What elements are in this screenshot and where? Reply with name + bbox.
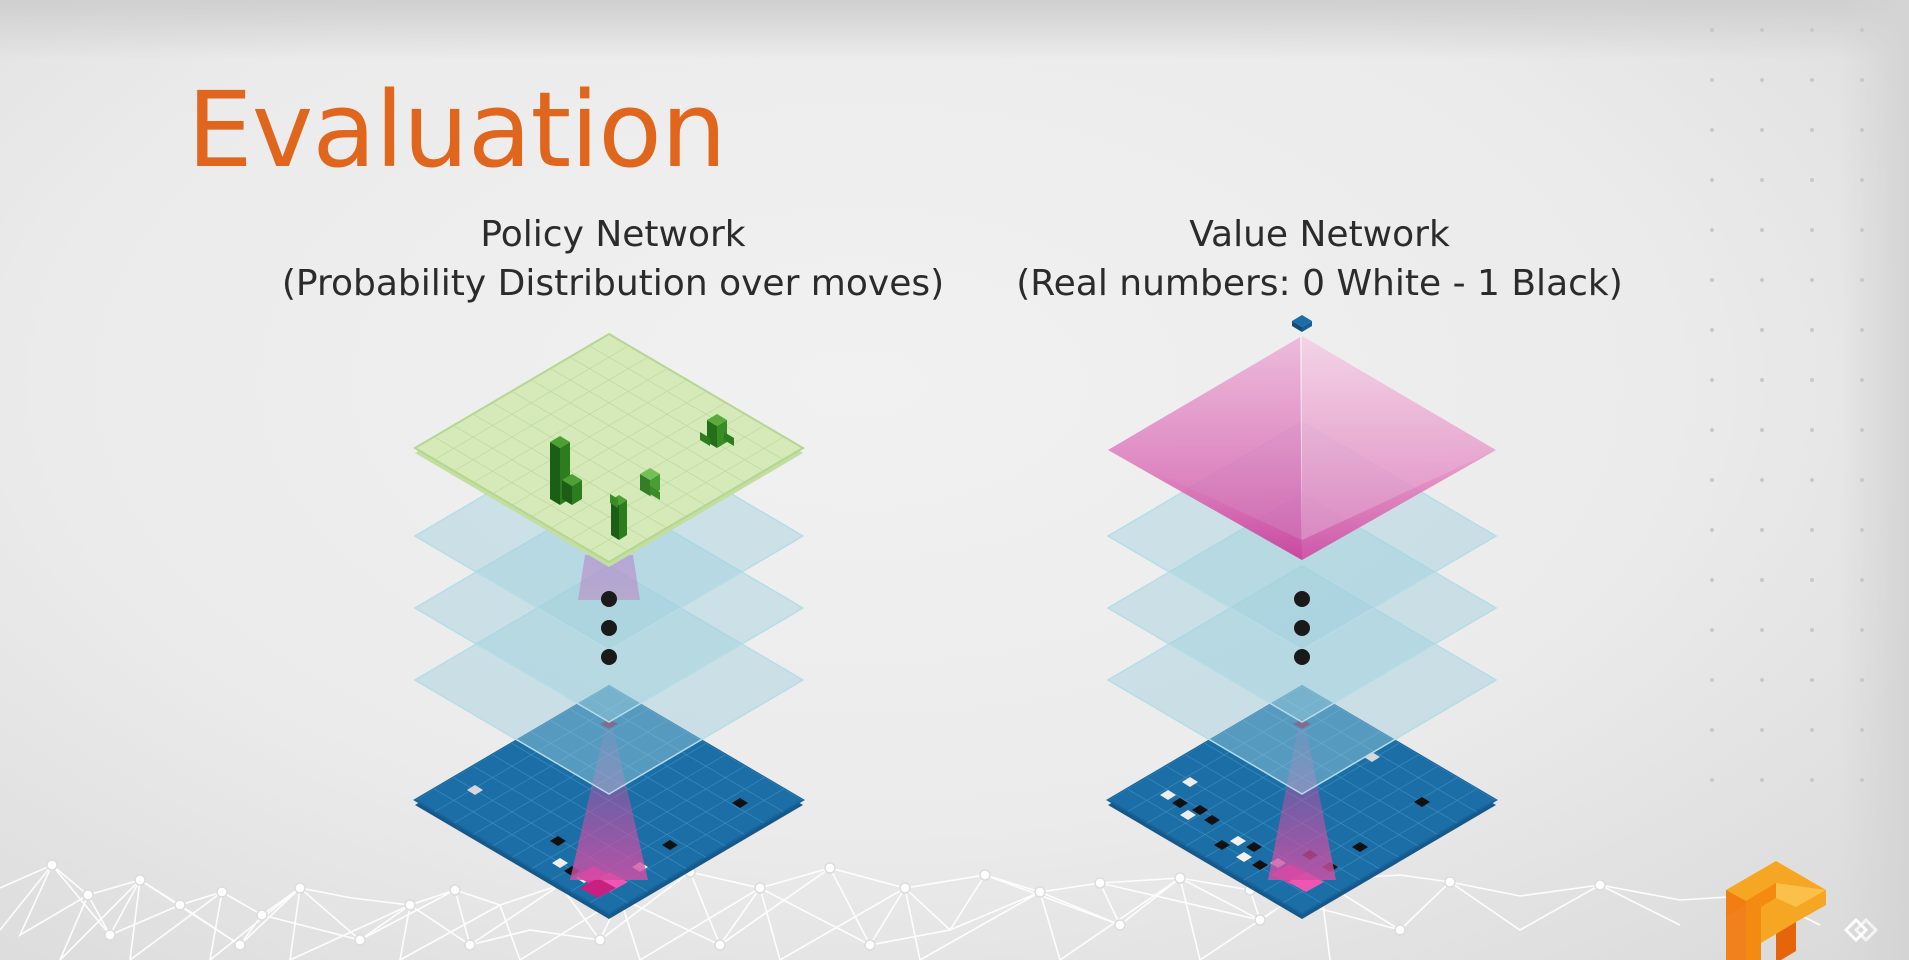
policy-network-stack [413, 332, 805, 919]
value-ellipsis-dots [1294, 591, 1310, 665]
value-network-subtitle: (Real numbers: 0 White - 1 Black) [1016, 263, 1623, 304]
right-shade [1839, 0, 1909, 960]
slide-title: Evaluation [187, 69, 727, 191]
value-network-title: Value Network [1189, 214, 1450, 255]
value-output-pyramid [1108, 315, 1496, 560]
top-shade [0, 0, 1909, 60]
policy-network-title: Policy Network [480, 214, 746, 255]
value-network-stack [1106, 315, 1498, 919]
policy-output-beam [578, 555, 640, 600]
value-network-caption: Value Network (Real numbers: 0 White - 1… [972, 210, 1667, 308]
value-board-stones [1160, 752, 1430, 880]
dot-grid-decoration [1710, 28, 1864, 782]
policy-input-beam [570, 728, 648, 880]
tensorflow-logo-icon [1726, 861, 1826, 960]
cornermark-icon [1843, 917, 1879, 943]
policy-network-caption: Policy Network (Probability Distribution… [233, 210, 993, 308]
policy-ellipsis-dots [601, 591, 617, 665]
background-mesh [0, 863, 1821, 960]
policy-output-layer [413, 332, 805, 567]
policy-network-subtitle: (Probability Distribution over moves) [281, 263, 945, 304]
value-input-beam [1268, 728, 1336, 880]
policy-probability-bars [550, 414, 734, 540]
